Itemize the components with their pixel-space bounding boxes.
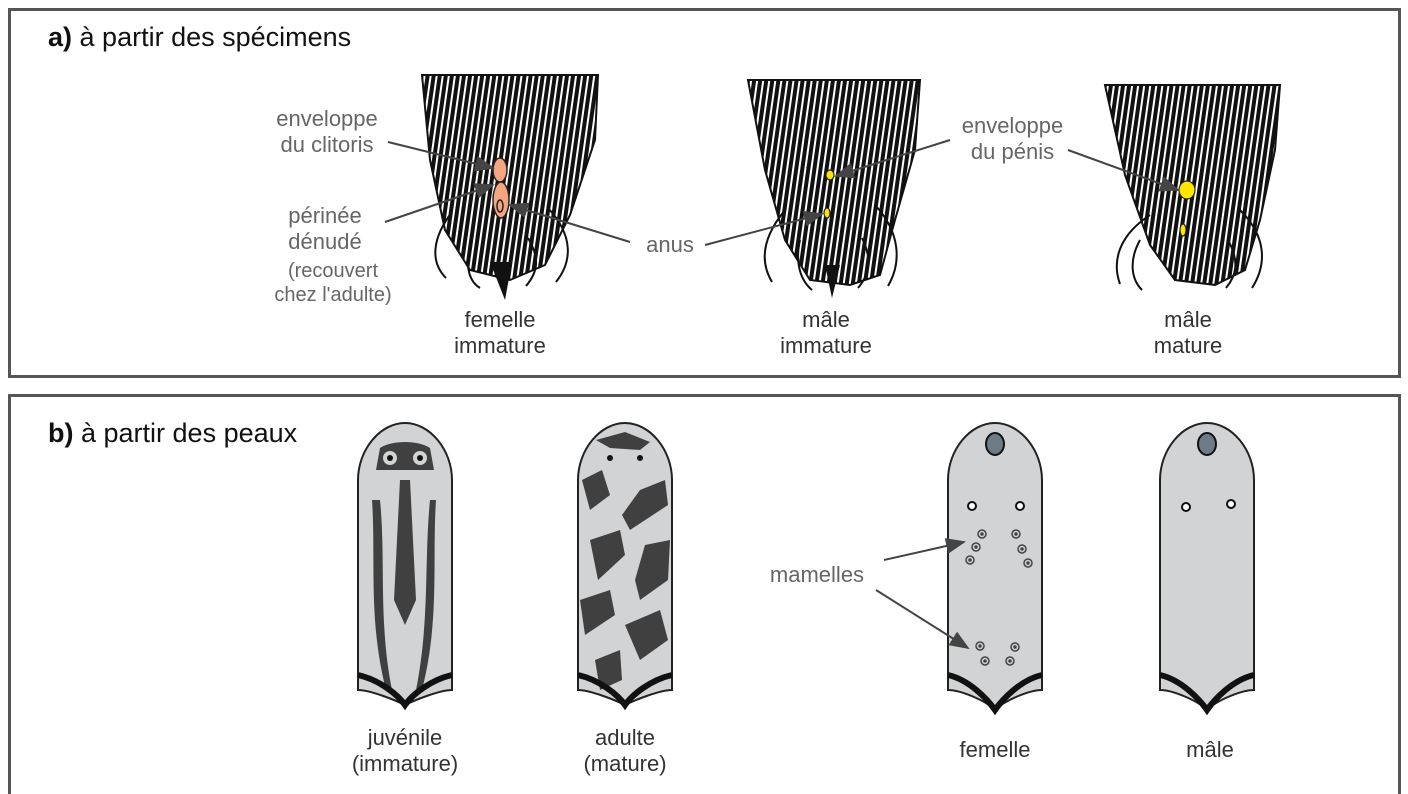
annotation-perinee-line2: dénudé — [270, 229, 380, 255]
label-female-immature-line2: immature — [420, 333, 580, 359]
eye-hole-male — [1198, 433, 1216, 455]
skin-juvenile — [358, 423, 452, 705]
annotation-penis-line1: enveloppe — [945, 113, 1080, 139]
label-male-mature-line2: mature — [1108, 333, 1268, 359]
annotation-clitoris: enveloppe du clitoris — [262, 106, 392, 158]
label-skin-adult: adulte (mature) — [565, 725, 685, 777]
annotation-anus: anus — [640, 232, 700, 258]
label-male-mature-line1: mâle — [1108, 307, 1268, 333]
male-immature-anus — [824, 208, 830, 218]
penis-sheath-large — [1179, 181, 1195, 199]
specimen-female-immature — [422, 75, 598, 300]
annotation-perinee-line4: chez l'adulte) — [258, 283, 408, 307]
label-female-immature: femelle immature — [420, 307, 580, 359]
label-skin-male: mâle — [1150, 737, 1270, 763]
label-skin-adult-line2: (mature) — [565, 751, 685, 777]
label-skin-adult-line1: adulte — [565, 725, 685, 751]
penis-sheath-small — [826, 170, 834, 180]
label-skin-juvenile-line2: (immature) — [345, 751, 465, 777]
annotation-clitoris-line1: enveloppe — [262, 106, 392, 132]
annotation-mamelles: mamelles — [762, 562, 872, 588]
eye-hole-female — [986, 433, 1004, 455]
label-skin-juvenile-line1: juvénile — [345, 725, 465, 751]
annotation-perinee-note: (recouvert chez l'adulte) — [258, 259, 408, 307]
annotation-clitoris-line2: du clitoris — [262, 132, 392, 158]
annotation-penis-line2: du pénis — [945, 139, 1080, 165]
annotation-perinee-line1: périnée — [270, 203, 380, 229]
annotation-penis: enveloppe du pénis — [945, 113, 1080, 165]
male-mature-anus — [1180, 224, 1186, 236]
label-male-immature-line2: immature — [746, 333, 906, 359]
label-male-immature-line1: mâle — [746, 307, 906, 333]
skin-male — [1160, 423, 1254, 710]
label-male-immature: mâle immature — [746, 307, 906, 359]
skin-female — [948, 423, 1042, 710]
label-skin-female: femelle — [935, 737, 1055, 763]
label-skin-juvenile: juvénile (immature) — [345, 725, 465, 777]
label-male-mature: mâle mature — [1108, 307, 1268, 359]
clitoris-sheath — [493, 158, 507, 182]
annotation-perinee-line3: (recouvert — [258, 259, 408, 283]
annotation-perinee: périnée dénudé — [270, 203, 380, 255]
specimen-male-mature — [1105, 85, 1280, 290]
label-female-immature-line1: femelle — [420, 307, 580, 333]
skin-adult — [578, 423, 672, 705]
specimen-male-immature — [748, 80, 920, 298]
